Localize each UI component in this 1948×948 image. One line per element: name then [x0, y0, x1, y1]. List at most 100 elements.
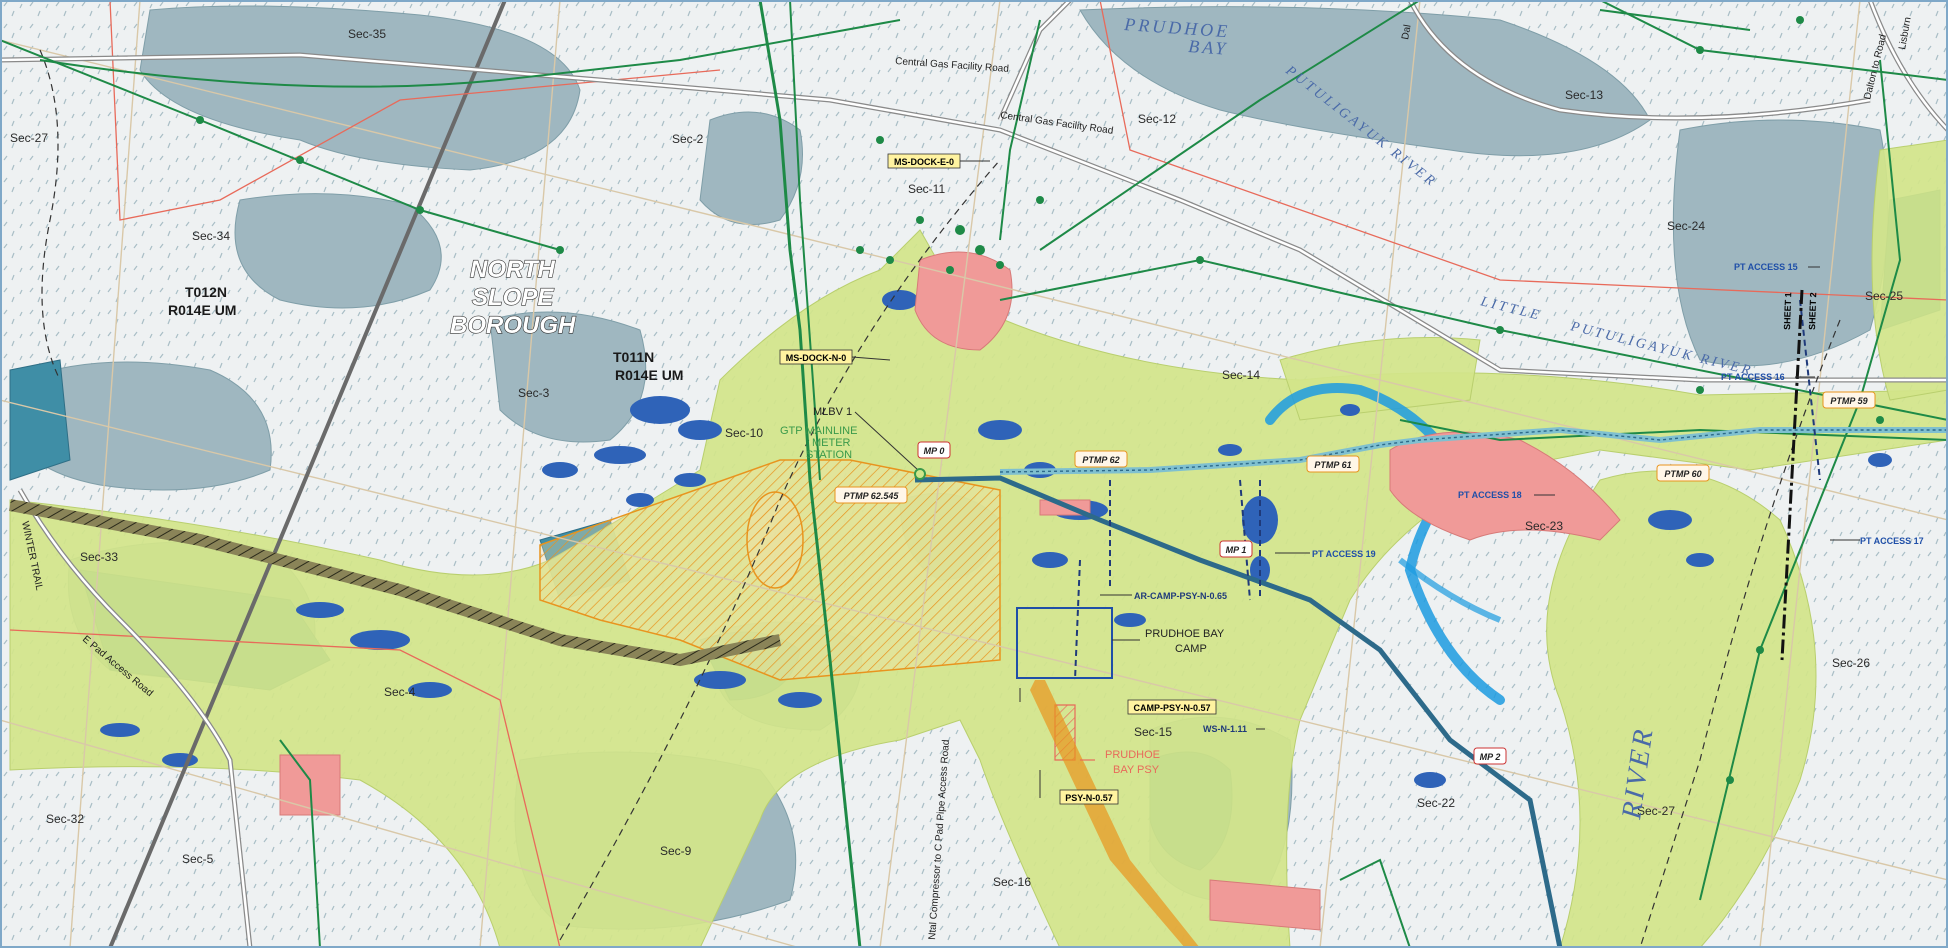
section-label: Sec-22: [1417, 796, 1455, 810]
svg-text:T012N: T012N: [185, 284, 227, 300]
svg-text:R014E UM: R014E UM: [615, 367, 683, 383]
svg-text:METER: METER: [812, 437, 851, 449]
svg-text:SHEET 1: SHEET 1: [1782, 292, 1793, 330]
svg-text:PTMP 61: PTMP 61: [1314, 460, 1351, 470]
callout-ms-dock-n0[interactable]: MS-DOCK-N-0: [779, 349, 891, 365]
section-label: Sec-14: [1222, 368, 1260, 382]
road-label: Dal: [1400, 24, 1413, 41]
marker-mp0[interactable]: MP 0: [917, 441, 951, 459]
section-label: Sec-32: [46, 812, 84, 826]
svg-text:MP 0: MP 0: [924, 446, 945, 456]
section-label: Sec-4: [384, 685, 416, 699]
svg-text:PT ACCESS 17: PT ACCESS 17: [1860, 536, 1924, 546]
mainline-pipeline: [914, 426, 1948, 948]
svg-text:PT ACCESS 19: PT ACCESS 19: [1312, 549, 1376, 559]
section-label: Sec-2: [672, 132, 704, 146]
township-labels: T012N R014E UM T011N R014E UM: [168, 284, 683, 383]
section-label: Sec-23: [1525, 519, 1563, 533]
svg-text:T011N: T011N: [613, 349, 654, 365]
callout-mlbv1[interactable]: MLBV 1: [813, 406, 919, 471]
marker-mp2[interactable]: MP 2: [1473, 747, 1507, 765]
section-label: Sec-3: [518, 386, 550, 400]
marker-ptmp60[interactable]: PTMP 60: [1656, 464, 1710, 482]
section-label: Sec-27: [10, 131, 48, 145]
svg-text:WS-N-1.11: WS-N-1.11: [1203, 724, 1247, 734]
section-label: Sec-12: [1138, 112, 1176, 126]
prudhoe-bay-psy[interactable]: PRUDHOE BAY PSY: [1080, 749, 1160, 776]
gravel-pads: [279, 251, 1621, 931]
svg-text:PRUDHOE: PRUDHOE: [1105, 749, 1160, 761]
callout-psy-n[interactable]: PSY-N-0.57: [1039, 770, 1119, 805]
svg-text:PTMP 62: PTMP 62: [1082, 455, 1119, 465]
svg-text:STATION: STATION: [806, 449, 852, 461]
section-label: Sec-25: [1865, 289, 1903, 303]
svg-text:MLBV 1: MLBV 1: [813, 406, 852, 418]
borough-boundary: [9, 0, 1948, 948]
svg-text:CAMP-PSY-N-0.57: CAMP-PSY-N-0.57: [1133, 703, 1210, 713]
callout-pt-access-15[interactable]: PT ACCESS 15: [1734, 262, 1820, 272]
svg-text:PSY-N-0.57: PSY-N-0.57: [1065, 793, 1113, 803]
callout-pt-access-17[interactable]: PT ACCESS 17: [1830, 536, 1924, 546]
svg-text:SLOPE: SLOPE: [472, 284, 554, 311]
svg-text:BOROUGH: BOROUGH: [450, 312, 576, 339]
callout-pt-access-19[interactable]: PT ACCESS 19: [1275, 549, 1376, 559]
svg-text:PT ACCESS 18: PT ACCESS 18: [1458, 490, 1522, 500]
callout-ws-n[interactable]: WS-N-1.11: [1203, 724, 1265, 734]
sheet-labels: SHEET 1 SHEET 2: [1782, 292, 1818, 330]
borough-label: NORTH SLOPE BOROUGH: [449, 255, 576, 339]
callout-pt-access-16[interactable]: PT ACCESS 16: [1721, 372, 1815, 382]
section-label: Sec-26: [1832, 656, 1870, 670]
marker-ptmp62545[interactable]: PTMP 62.545: [834, 486, 908, 504]
section-label: Sec-33: [80, 550, 118, 564]
pipeline-nodes: [196, 16, 1884, 784]
sheet-break-line: [1780, 289, 1804, 661]
svg-text:MP 1: MP 1: [1226, 545, 1247, 555]
township-boundary: [108, 0, 507, 948]
svg-text:R014E UM: R014E UM: [168, 302, 236, 318]
svg-text:PT ACCESS 16: PT ACCESS 16: [1721, 372, 1785, 382]
bay-label: BAY: [1188, 36, 1229, 59]
callout-ms-dock-e0[interactable]: MS-DOCK-E-0: [887, 153, 990, 169]
section-label: Sec-13: [1565, 88, 1603, 102]
svg-text:SHEET 2: SHEET 2: [1807, 292, 1818, 330]
section-label: Sec-15: [1134, 725, 1172, 739]
svg-text:PTMP 59: PTMP 59: [1830, 396, 1867, 406]
prudhoe-bay-camp-box[interactable]: PRUDHOE BAY CAMP: [1016, 607, 1225, 679]
marker-mp1[interactable]: MP 1: [1219, 540, 1253, 558]
section-label: Sec-9: [660, 844, 692, 858]
svg-text:MS-DOCK-E-0: MS-DOCK-E-0: [894, 157, 954, 167]
section-label: Sec-16: [993, 875, 1031, 889]
section-label: Sec-27: [1637, 804, 1675, 818]
svg-text:MS-DOCK-N-0: MS-DOCK-N-0: [786, 353, 847, 363]
svg-text:BAY PSY: BAY PSY: [1113, 764, 1160, 776]
access-lines: [1074, 299, 1821, 681]
section-label: Sec-11: [908, 182, 945, 196]
section-label: Sec-34: [192, 229, 230, 243]
causeway: [8, 499, 782, 667]
svg-text:CAMP: CAMP: [1175, 643, 1207, 655]
section-label: Sec-5: [182, 852, 214, 866]
workspace-hatch: [539, 459, 1200, 948]
marker-ptmp62[interactable]: PTMP 62: [1074, 450, 1128, 468]
marker-ptmp59[interactable]: PTMP 59: [1822, 391, 1876, 409]
callout-camp-psy[interactable]: CAMP-PSY-N-0.57: [1019, 688, 1217, 715]
svg-text:AR-CAMP-PSY-N-0.65: AR-CAMP-PSY-N-0.65: [1134, 591, 1227, 601]
callout-ar-camp[interactable]: AR-CAMP-PSY-N-0.65: [1100, 591, 1227, 601]
gtp-meter-station[interactable]: GTP MAINLINE METER STATION: [780, 425, 926, 480]
section-labels: Sec-35 Sec-27 Sec-2 Sec-12 Sec-13 Sec-11…: [10, 27, 1903, 889]
svg-text:MP 2: MP 2: [1480, 752, 1501, 762]
svg-text:PTMP 62.545: PTMP 62.545: [844, 491, 900, 501]
section-label: Sec-10: [725, 426, 763, 440]
callout-pt-access-18[interactable]: PT ACCESS 18: [1458, 490, 1555, 500]
marker-ptmp61[interactable]: PTMP 61: [1306, 455, 1360, 473]
svg-text:PTMP 60: PTMP 60: [1664, 469, 1701, 479]
svg-text:NORTH: NORTH: [470, 256, 556, 283]
dashed-trails: [39, 49, 1841, 948]
svg-text:PT ACCESS 15: PT ACCESS 15: [1734, 262, 1798, 272]
section-label: Sec-35: [348, 27, 386, 41]
svg-text:PRUDHOE BAY: PRUDHOE BAY: [1145, 628, 1225, 640]
